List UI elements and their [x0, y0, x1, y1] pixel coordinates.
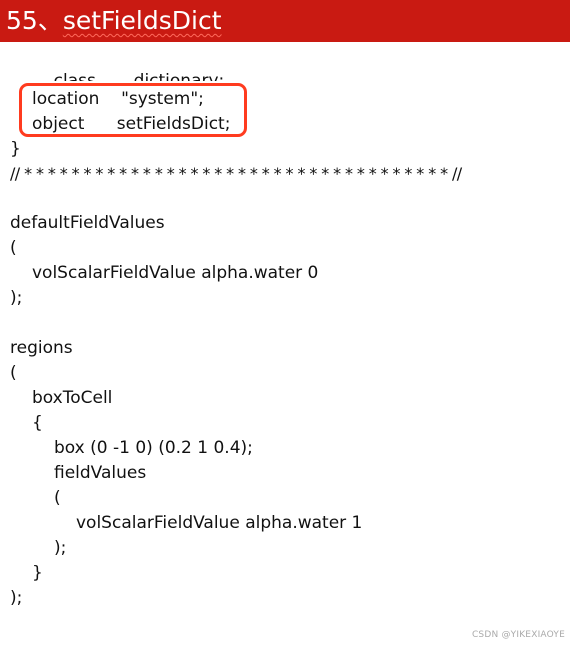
- code-line-default-field-values: defaultFieldValues: [10, 213, 165, 233]
- code-line-box: box (0 -1 0) (0.2 1 0.4);: [54, 438, 253, 458]
- code-line-field-values: fieldValues: [54, 463, 147, 483]
- code-line-separator: // * * * * * * * * * * * * * * * * * * *…: [10, 164, 462, 183]
- code-line-open-paren-3: (: [54, 488, 61, 508]
- code-line-close-paren-1: );: [10, 288, 23, 308]
- code-line-open-paren-1: (: [10, 238, 17, 258]
- code-line-close-paren-2: );: [10, 588, 23, 608]
- code-line-region-value: volScalarFieldValue alpha.water 1: [76, 513, 363, 533]
- code-line-location: location "system";: [32, 89, 204, 109]
- code-line-clipped: class dictionary;: [53, 71, 225, 81]
- code-line-box-to-cell: boxToCell: [32, 388, 113, 408]
- code-line-close-paren-3: );: [54, 538, 67, 558]
- code-line-regions: regions: [10, 338, 73, 358]
- code-line-default-value: volScalarFieldValue alpha.water 0: [32, 263, 319, 283]
- code-line-close-header: }: [10, 139, 21, 159]
- code-line-open-brace: {: [32, 413, 43, 433]
- code-line-close-brace: }: [32, 563, 43, 583]
- title-number: 55、: [6, 6, 63, 35]
- code-line-object: object setFieldsDict;: [32, 114, 231, 134]
- slide-title: 55、setFieldsDict: [0, 0, 570, 42]
- title-text: setFieldsDict: [62, 6, 222, 35]
- code-line-open-paren-2: (: [10, 363, 17, 383]
- watermark: CSDN @YIKEXIAOYE: [471, 630, 565, 640]
- highlight-box: [19, 83, 247, 137]
